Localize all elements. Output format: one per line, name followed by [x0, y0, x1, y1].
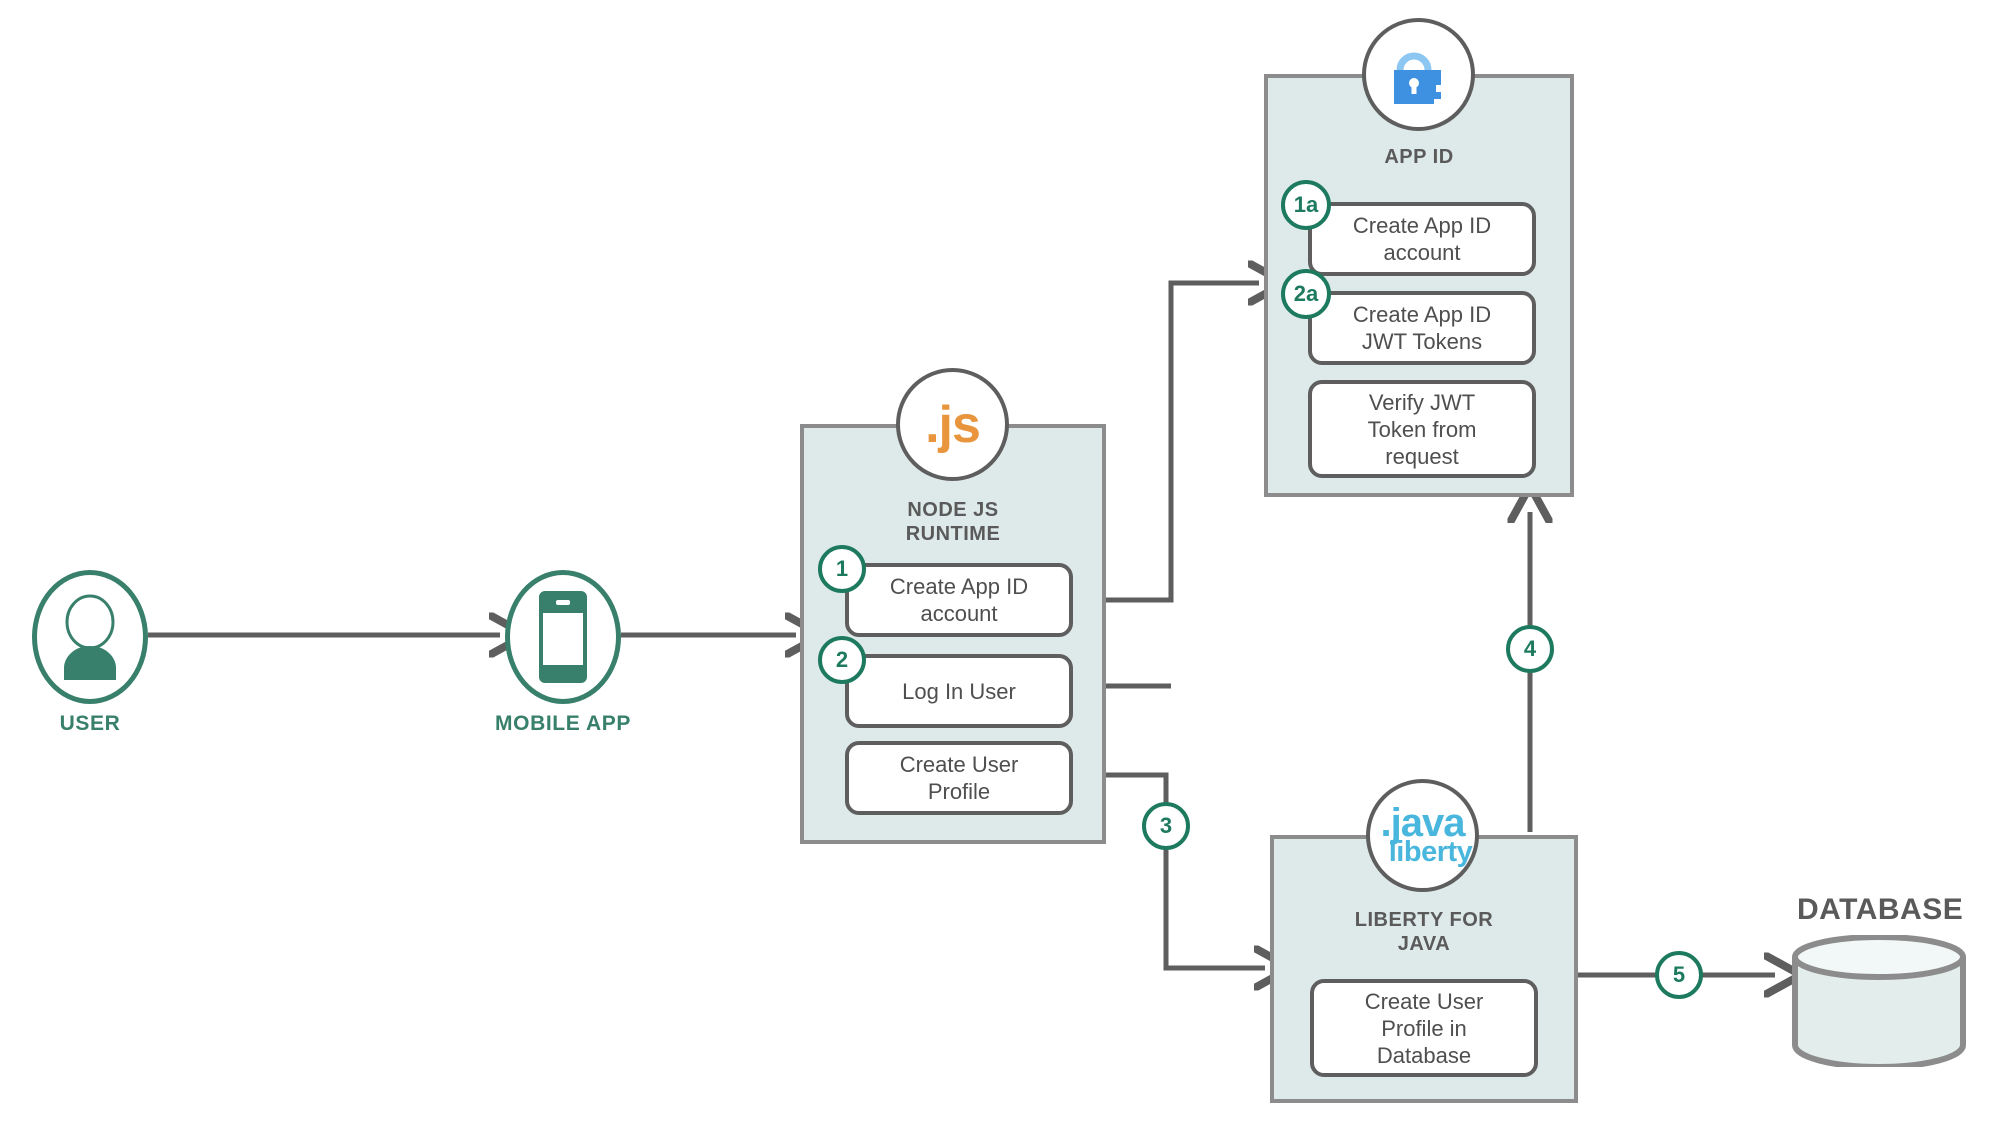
nodejs-logo-icon: .js [925, 395, 981, 454]
appid-lock-icon [1393, 52, 1441, 104]
actor-user-label: USER [59, 712, 121, 735]
database-cylinder-icon [1792, 934, 1966, 1070]
zone-liberty-title-line2: JAVA [1397, 933, 1451, 955]
zone-appid-title-line1: APP ID [1384, 146, 1454, 168]
task-nodejs-create-user-profile[interactable]: Create User Profile [845, 741, 1073, 815]
task-label-line2: JWT Tokens [1361, 329, 1483, 354]
task-label-line2: account [920, 601, 998, 626]
step-badge-2-label: 2 [835, 647, 849, 672]
step-badge-5-label: 5 [1672, 962, 1686, 987]
zone-liberty-title: LIBERTY FOR JAVA [1270, 908, 1578, 956]
task-label-line1: Create User [899, 752, 1019, 777]
task-label-line1: Verify JWT [1368, 389, 1476, 415]
step-badge-1a-label: 1a [1293, 192, 1319, 217]
connector-nodejs-1-to-appid [1073, 283, 1259, 603]
step-badge-2a: 2a [1281, 269, 1331, 319]
step-badge-1-label: 1 [835, 556, 849, 581]
java-logo-line2: liberty [1388, 836, 1473, 869]
task-label-line1: Create User [1364, 988, 1484, 1014]
mobile-phone-icon [539, 591, 587, 683]
zone-liberty-title-line1: LIBERTY FOR [1354, 909, 1494, 931]
task-label-line1: Log In User [902, 678, 1016, 704]
step-badge-2a-label: 2a [1293, 281, 1319, 306]
java-liberty-logo-icon: .java liberty [1373, 800, 1473, 869]
task-label-line1: Create App ID [1352, 213, 1492, 238]
java-liberty-logo-badge: .java liberty [1366, 779, 1479, 892]
connector-nodejs-3-to-liberty [1073, 772, 1265, 968]
step-badge-1: 1 [818, 545, 866, 593]
task-nodejs-log-in-user[interactable]: Log In User [845, 654, 1073, 728]
database-label: DATABASE [1797, 893, 1964, 926]
zone-nodejs-title: NODE JS RUNTIME [800, 498, 1106, 546]
task-label-line3: Database [1376, 1042, 1472, 1068]
step-badge-3: 3 [1142, 802, 1190, 850]
zone-appid-title: APP ID [1264, 145, 1574, 169]
task-liberty-create-user-profile-in-database[interactable]: Create User Profile in Database [1310, 979, 1538, 1077]
step-badge-4: 4 [1506, 625, 1554, 673]
actor-mobile-app[interactable] [505, 570, 621, 704]
task-appid-create-jwt-tokens[interactable]: Create App ID JWT Tokens [1308, 291, 1536, 365]
actor-database[interactable] [1789, 934, 1969, 1070]
actor-user[interactable] [32, 570, 148, 704]
task-label-line2: Token from [1367, 416, 1477, 442]
actor-mobile-app-label: MOBILE APP [495, 712, 631, 735]
task-appid-verify-jwt-token[interactable]: Verify JWT Token from request [1308, 380, 1536, 478]
nodejs-logo-badge: .js [896, 368, 1009, 481]
task-label-line2: account [1383, 240, 1461, 265]
zone-nodejs-title-line2: RUNTIME [905, 523, 1001, 545]
task-nodejs-create-appid-account[interactable]: Create App ID account [845, 563, 1073, 637]
task-label-line1: Create App ID [889, 574, 1029, 599]
task-appid-create-account[interactable]: Create App ID account [1308, 202, 1536, 276]
step-badge-1a: 1a [1281, 180, 1331, 230]
zone-nodejs-title-line1: NODE JS [907, 499, 999, 521]
user-person-icon [64, 594, 116, 680]
step-badge-5: 5 [1655, 951, 1703, 999]
task-label-line3: request [1385, 443, 1459, 469]
task-label-line2: Profile in [1381, 1015, 1467, 1041]
step-badge-4-label: 4 [1523, 636, 1537, 661]
task-label-line1: Create App ID [1352, 302, 1492, 327]
task-label-line2: Profile [927, 779, 991, 804]
java-logo-line1: .java [1380, 800, 1466, 845]
step-badge-2: 2 [818, 636, 866, 684]
appid-logo-badge [1362, 18, 1475, 131]
step-badge-3-label: 3 [1159, 813, 1173, 838]
